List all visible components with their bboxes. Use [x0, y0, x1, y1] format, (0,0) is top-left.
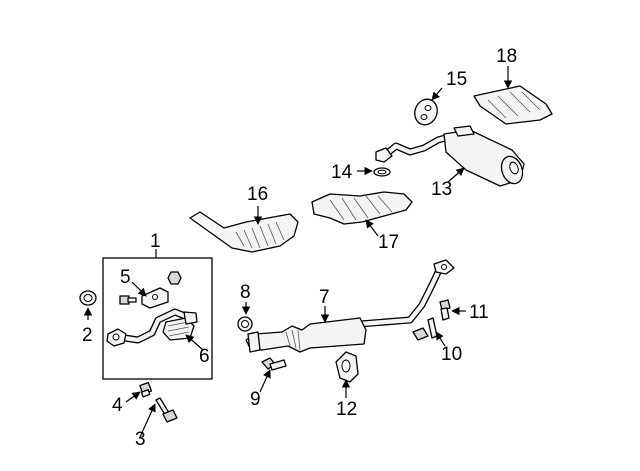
part-2-gasket — [79, 290, 97, 306]
callout-7: 7 — [319, 287, 330, 308]
callout-13: 13 — [431, 179, 452, 200]
part-11-stud — [439, 299, 451, 321]
callout-6: 6 — [199, 346, 210, 367]
callout-14: 14 — [331, 162, 353, 183]
callout-10: 10 — [441, 344, 462, 365]
part-9-bolt — [261, 357, 287, 371]
callout-5: 5 — [120, 267, 131, 288]
callout-1: 1 — [150, 231, 161, 252]
part-8-gasket — [237, 316, 253, 332]
callout-11: 11 — [469, 302, 489, 323]
part-4-bolt — [139, 381, 153, 398]
callout-12: 12 — [336, 399, 357, 420]
part-12-hanger — [335, 351, 359, 383]
part-bolt-small — [119, 295, 137, 305]
part-1-front-pipe — [106, 308, 198, 347]
callout-8: 8 — [240, 282, 251, 303]
part-5-bracket — [141, 287, 169, 309]
callout-3: 3 — [135, 429, 146, 450]
leader-lines — [83, 66, 513, 438]
callout-17: 17 — [378, 232, 399, 253]
part-group-box — [102, 257, 213, 380]
part-nut — [167, 271, 182, 285]
part-10-bolt — [412, 317, 438, 341]
part-16-heat-shield — [189, 211, 299, 253]
callout-4: 4 — [112, 395, 123, 416]
part-15-hanger — [414, 98, 438, 126]
callout-18: 18 — [496, 46, 517, 67]
callout-2: 2 — [82, 325, 93, 346]
callout-9: 9 — [250, 389, 261, 410]
part-14-gasket — [373, 167, 391, 177]
part-17-heat-shield — [311, 191, 413, 225]
callout-16: 16 — [247, 184, 268, 205]
part-3-bolt — [155, 397, 178, 423]
callout-15: 15 — [446, 69, 467, 90]
part-7-converter-pipe — [245, 259, 455, 353]
part-18-heat-shield — [473, 85, 553, 125]
part-13-muffler — [375, 125, 525, 187]
